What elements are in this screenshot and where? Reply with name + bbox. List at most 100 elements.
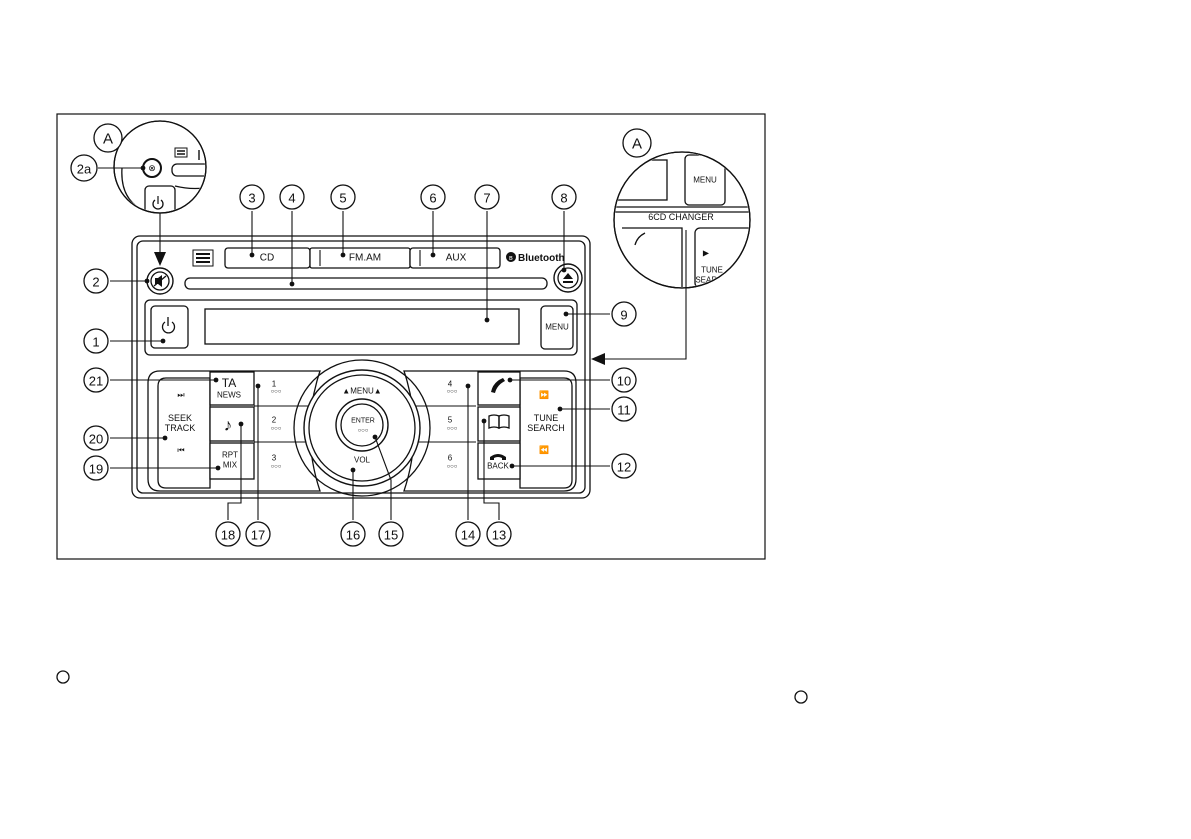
menu-label: MENU xyxy=(545,323,569,332)
callout-number: 9 xyxy=(620,308,627,323)
rpt-label: RPT xyxy=(222,451,238,460)
music-note-icon: ♪ xyxy=(224,416,233,435)
callout-number: 2a xyxy=(77,162,92,177)
preset-dots: ○○○ xyxy=(271,389,282,395)
callout-number: 11 xyxy=(617,403,631,418)
preset-dots: ○○○ xyxy=(447,389,458,395)
callout-5: 5 xyxy=(330,184,356,258)
eject-icon xyxy=(563,273,573,283)
rpt-mix-button[interactable] xyxy=(209,442,255,480)
callout-number: 10 xyxy=(617,374,631,389)
page-marker-right xyxy=(794,690,808,704)
seek-track-button[interactable]: ⏭ SEEK TRACK ⏮ xyxy=(165,391,196,455)
callout-9: 9 xyxy=(563,301,637,327)
callout-14: 14 xyxy=(455,383,481,547)
inset-right: MENU 6CD CHANGER ▶ TUNE SEARCH xyxy=(613,151,751,289)
callout-12: 12 xyxy=(509,453,637,479)
callout-number: 18 xyxy=(221,528,235,543)
vol-label: VOL xyxy=(354,456,371,465)
inset-label-a-right: A xyxy=(632,136,642,153)
callout-number: 16 xyxy=(346,528,360,543)
callout-number: 3 xyxy=(248,191,255,206)
callout-17: 17 xyxy=(245,383,271,547)
preset-1-button[interactable]: 1 ○○○ xyxy=(256,372,314,405)
music-button[interactable] xyxy=(209,406,255,442)
ta-news-button[interactable] xyxy=(209,371,255,406)
tune-back-icon: ⏪ xyxy=(539,445,549,455)
preset-4-label: 4 xyxy=(448,380,453,389)
tune-search-button[interactable]: ⏩ TUNE SEARCH ⏪ xyxy=(527,390,565,455)
callout-1: 1 xyxy=(83,328,166,354)
phone-button[interactable] xyxy=(477,371,521,406)
svg-text:ʙ: ʙ xyxy=(509,255,513,262)
preset-5-label: 5 xyxy=(448,416,453,425)
callout-2: 2 xyxy=(83,268,150,294)
preset-1-label: 1 xyxy=(272,380,277,389)
preset-dots: ○○○ xyxy=(447,464,458,470)
changer-label: 6CD CHANGER xyxy=(648,212,714,222)
seek-label: SEEK xyxy=(168,413,192,423)
knob-menu-label: ▲MENU▲ xyxy=(342,387,381,396)
callout-number: 21 xyxy=(89,374,103,389)
preset-2-label: 2 xyxy=(272,416,277,425)
tune-label: TUNE xyxy=(534,413,559,423)
preset-dots: ○○○ xyxy=(271,464,282,470)
callout-number: 6 xyxy=(429,191,436,206)
inset-label-a-left: A xyxy=(103,131,113,148)
enter-dots: ○○○ xyxy=(358,428,369,434)
callout-number: 15 xyxy=(384,528,398,543)
callout-11: 11 xyxy=(557,396,637,422)
news-label: NEWS xyxy=(217,391,241,400)
callout-10: 10 xyxy=(507,367,637,393)
preset-5-button[interactable]: 5 ○○○ xyxy=(447,416,458,433)
arrow-icon xyxy=(154,252,166,266)
preset-6-button[interactable]: 6 ○○○ xyxy=(447,454,458,471)
callout-6: 6 xyxy=(420,184,446,258)
aux-label: AUX xyxy=(446,253,467,264)
eject-button[interactable] xyxy=(553,263,583,293)
seek-back-icon: ⏮ xyxy=(177,446,184,455)
mute-button[interactable] xyxy=(146,267,174,295)
menu-button[interactable] xyxy=(540,305,574,350)
preset-dots: ○○○ xyxy=(447,426,458,432)
callout-16: 16 xyxy=(340,467,366,547)
callout-2a: 2a xyxy=(70,154,146,182)
callout-7: 7 xyxy=(474,184,500,323)
inset-left: ⊗ xyxy=(113,120,207,214)
cd-slot xyxy=(184,277,548,290)
callout-13: 13 xyxy=(481,418,512,547)
search-label: SEARCH xyxy=(527,423,565,433)
callout-number: 8 xyxy=(560,191,567,206)
back-button[interactable] xyxy=(477,442,521,480)
callout-20: 20 xyxy=(83,425,168,451)
preset-6-label: 6 xyxy=(448,454,453,463)
callout-15: 15 xyxy=(372,434,404,547)
callout-number: 13 xyxy=(492,528,506,543)
enter-label: ENTER xyxy=(351,418,375,425)
enter-button[interactable]: ENTER ○○○ xyxy=(335,398,389,452)
preset-4-button[interactable]: 4 ○○○ xyxy=(447,380,458,396)
ta-label: TA xyxy=(222,376,236,390)
track-label: TRACK xyxy=(165,423,196,433)
cd-logo-icon xyxy=(192,249,214,267)
seek-forward-icon: ⏭ xyxy=(177,391,184,400)
callout-3: 3 xyxy=(239,184,265,258)
power-icon xyxy=(161,317,176,334)
callout-number: 12 xyxy=(617,460,631,475)
callout-19: 19 xyxy=(83,455,221,481)
inset-menu-label: MENU xyxy=(693,176,717,185)
preset-3-button[interactable]: 3 ○○○ xyxy=(271,454,282,471)
callout-number: 19 xyxy=(89,462,103,477)
callout-number: 2 xyxy=(92,275,99,290)
callout-21: 21 xyxy=(83,367,219,393)
preset-2-button[interactable]: 2 ○○○ xyxy=(271,416,282,433)
phonebook-icon xyxy=(488,414,510,429)
callout-8: 8 xyxy=(551,184,577,273)
page-marker-left xyxy=(56,670,70,684)
power-button[interactable] xyxy=(150,305,189,349)
callout-18: 18 xyxy=(215,421,244,547)
bluetooth-icon: ʙ xyxy=(506,252,516,262)
callout-number: 1 xyxy=(92,335,99,350)
preset-dots: ○○○ xyxy=(271,426,282,432)
